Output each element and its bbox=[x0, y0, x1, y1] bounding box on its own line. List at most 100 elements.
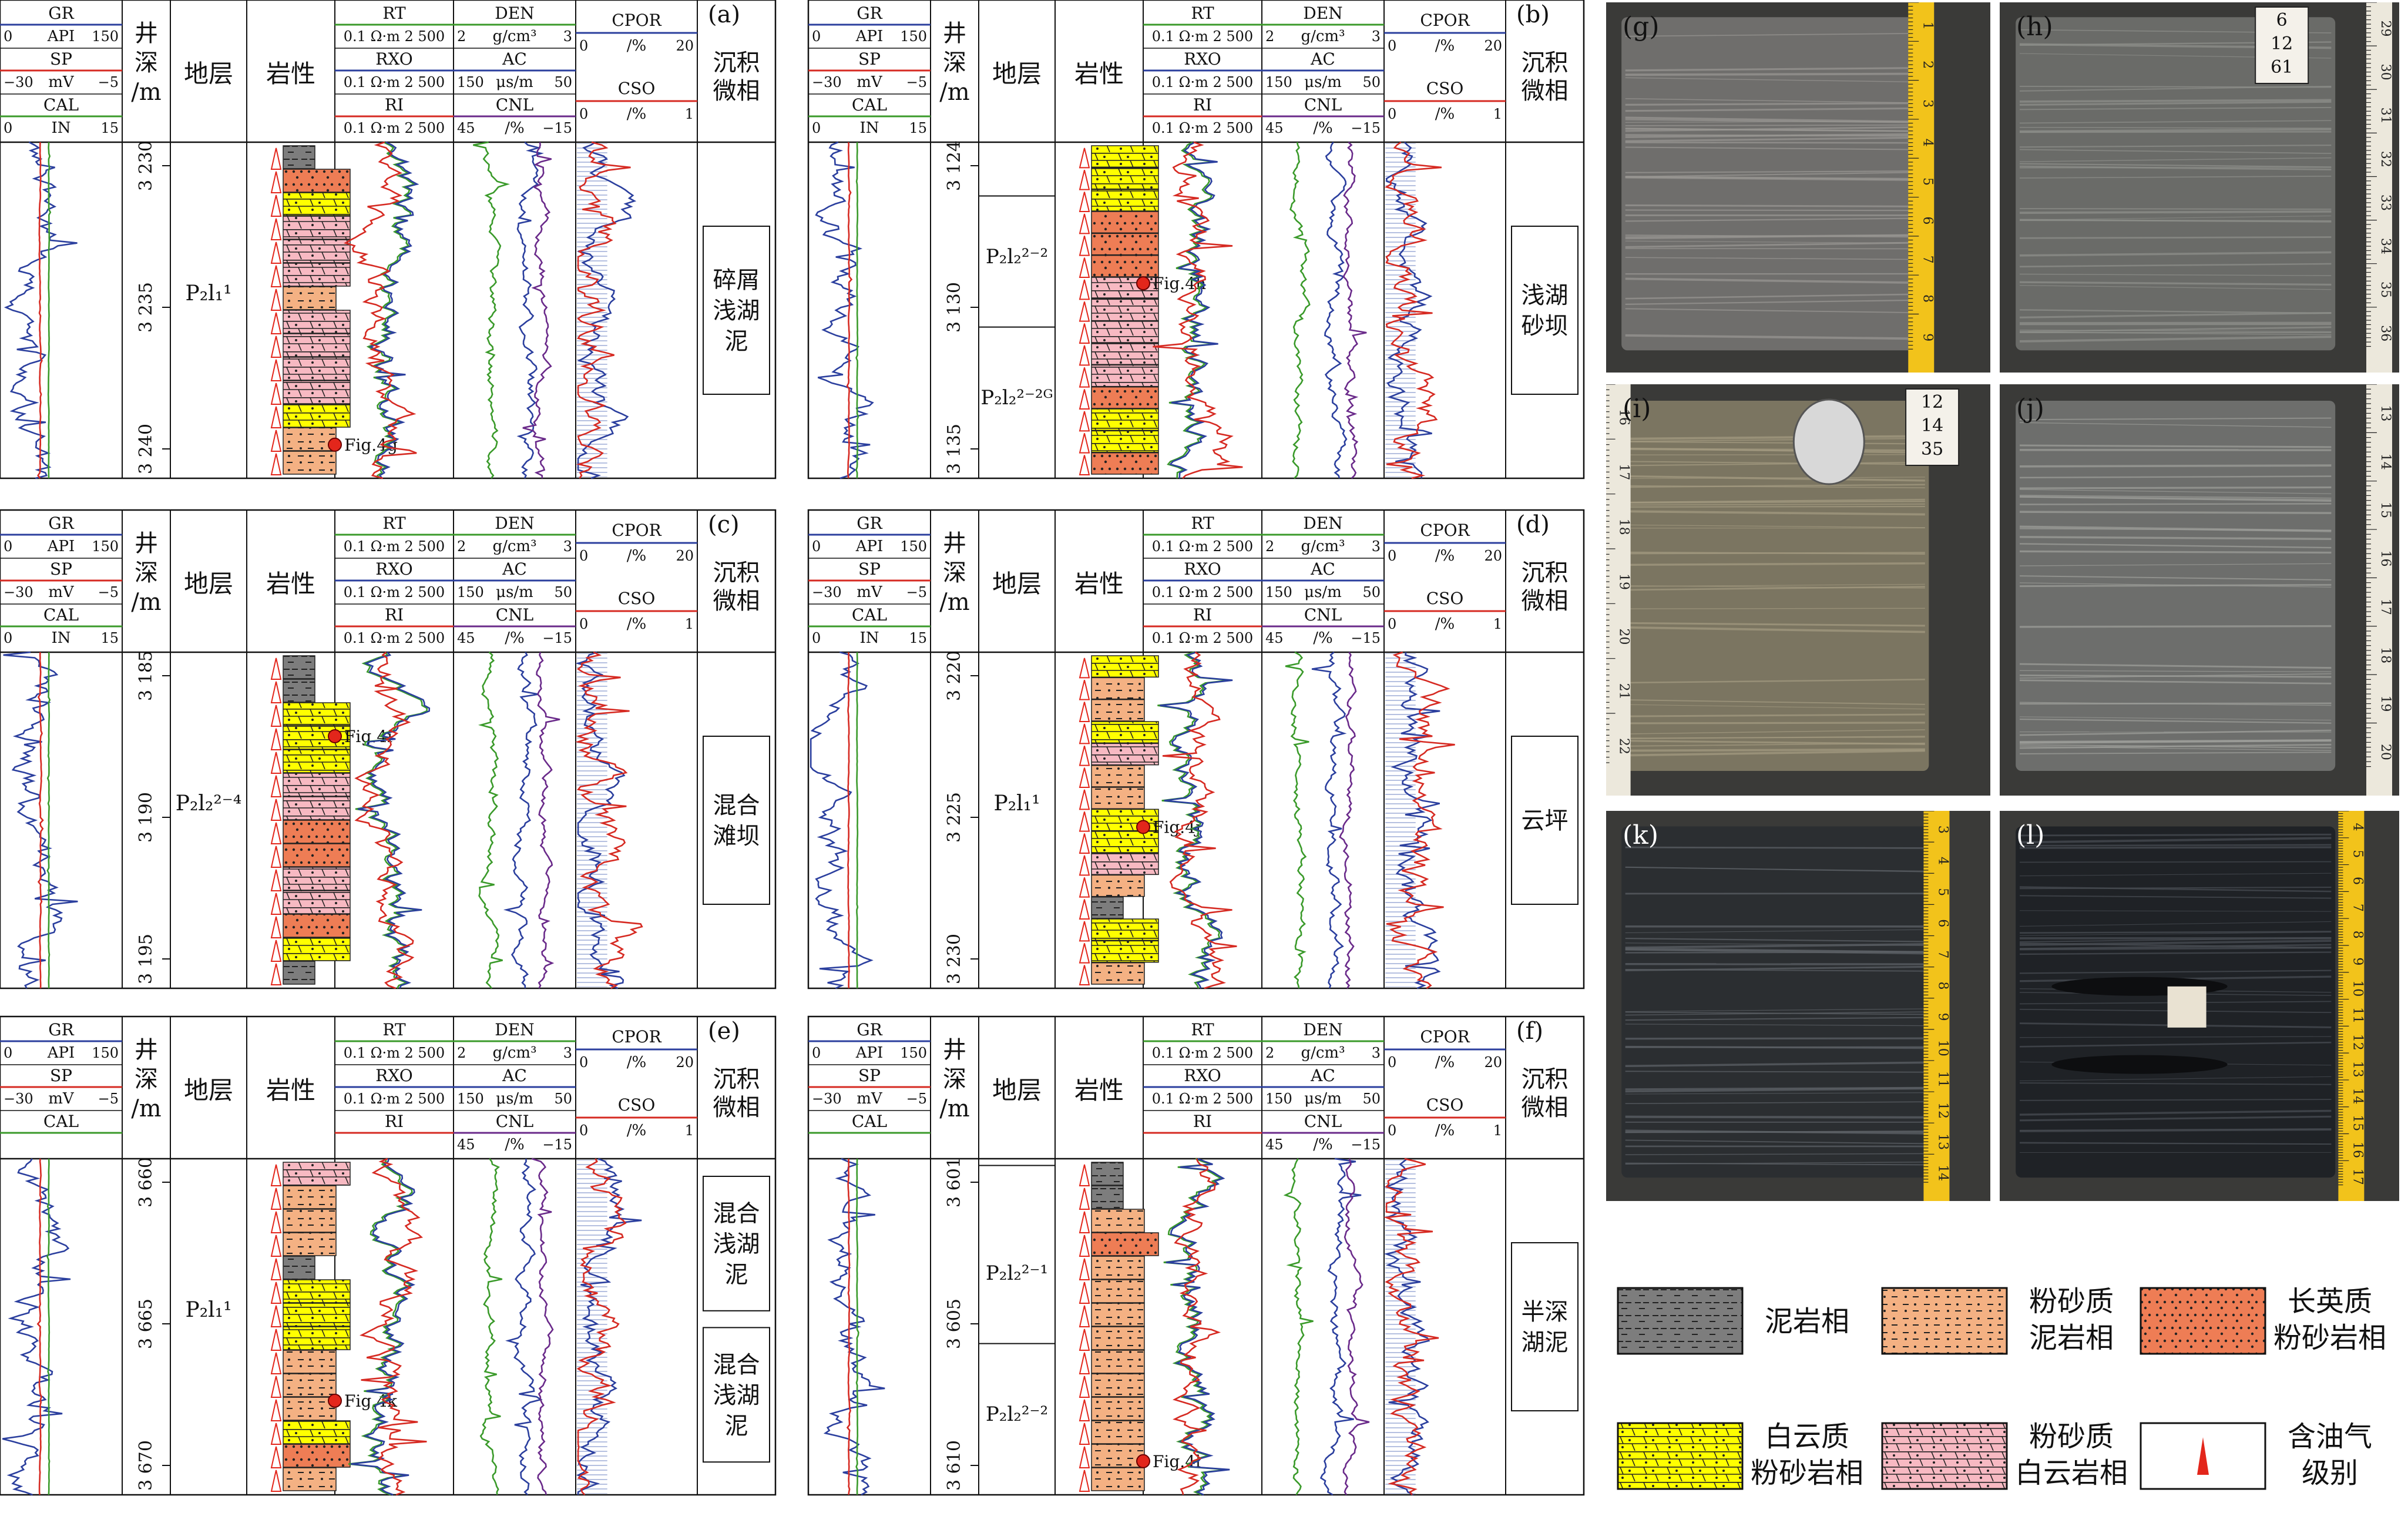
curve-name: DEN bbox=[495, 4, 534, 23]
scale-range: 0.1 Ω·m 2 500 bbox=[344, 538, 445, 555]
panel-frame bbox=[0, 1015, 777, 1496]
legend-swatch bbox=[1881, 1422, 2008, 1490]
lamina bbox=[2019, 126, 2332, 129]
scale-min: 0 bbox=[579, 616, 588, 632]
den-curve bbox=[1289, 142, 1311, 479]
scale-max: 1 bbox=[1493, 616, 1502, 632]
lamina bbox=[2019, 718, 2332, 724]
litho-bed-siltmud bbox=[1091, 1326, 1145, 1350]
curve-name: CSO bbox=[1426, 589, 1464, 608]
scale-range: 0.1 Ω·m 2 500 bbox=[1152, 74, 1253, 90]
curve-name: DEN bbox=[1303, 514, 1342, 533]
scale-max: 20 bbox=[676, 1054, 694, 1071]
curve-name: RXO bbox=[1184, 559, 1221, 579]
litho-bed-siltmud bbox=[283, 1397, 337, 1421]
scale-max: 20 bbox=[676, 548, 694, 564]
oil-level-marker bbox=[1079, 1352, 1090, 1374]
scale-unit: /% bbox=[627, 105, 646, 123]
scale-unit: g/cm³ bbox=[1301, 28, 1345, 45]
strat-unit: P₂l₁¹ bbox=[185, 1298, 231, 1322]
tape-number: 35 bbox=[2378, 281, 2393, 298]
curve-name: SP bbox=[50, 1066, 72, 1085]
litho-bed-dolosilt bbox=[1091, 189, 1159, 212]
litho-bed-dolosilt bbox=[1091, 655, 1159, 678]
legend-label-line: 泥岩相 bbox=[2029, 1321, 2114, 1354]
scale-unit: API bbox=[47, 1044, 75, 1062]
lamina bbox=[2019, 128, 2332, 133]
facies-text: 浅湖 bbox=[1522, 282, 1569, 309]
scale-unit: /% bbox=[505, 119, 524, 137]
ri-curve bbox=[1153, 141, 1243, 479]
curve-name: AC bbox=[502, 559, 527, 579]
cnl-curve bbox=[1339, 652, 1357, 989]
lamina bbox=[2019, 536, 2332, 541]
scale-max: 150 bbox=[900, 538, 927, 555]
scale-unit: g/cm³ bbox=[1301, 1044, 1345, 1062]
lamina bbox=[1625, 1101, 1925, 1105]
lamina bbox=[1625, 102, 1925, 106]
scale-unit: IN bbox=[51, 119, 70, 137]
curve-name: AC bbox=[1310, 559, 1335, 579]
tape-number: 34 bbox=[2378, 238, 2393, 254]
depth-tick: 3 240 bbox=[136, 424, 156, 474]
oil-level-marker bbox=[1079, 411, 1090, 432]
litho-bed-feld bbox=[283, 169, 351, 193]
core-tag bbox=[1905, 388, 1960, 466]
curve-name: RI bbox=[385, 95, 404, 115]
litho-bed-dolosilt bbox=[1091, 145, 1159, 168]
lamina bbox=[2019, 670, 2332, 672]
swatch-fill bbox=[1617, 1422, 1744, 1490]
lamina bbox=[2019, 511, 2332, 514]
scale-unit: g/cm³ bbox=[492, 538, 536, 555]
litho-bed-siltdolo bbox=[283, 773, 351, 797]
scale-max: 50 bbox=[554, 74, 572, 90]
lamina bbox=[1625, 500, 1925, 504]
lamina bbox=[1625, 66, 1925, 72]
litho-bed-siltdolo bbox=[283, 216, 351, 240]
cal-curve bbox=[46, 652, 51, 988]
facies-header: 沉积 bbox=[713, 1066, 760, 1093]
tape-number: 1 bbox=[1920, 22, 1935, 30]
litho-bed-siltmud bbox=[1091, 1444, 1145, 1468]
legend-item-oil_level: 含油气级别 bbox=[2138, 1410, 2397, 1504]
panel-frame bbox=[807, 509, 1585, 989]
lamina bbox=[1625, 846, 1925, 849]
legend-label: 含油气级别 bbox=[2271, 1418, 2389, 1491]
scale-min: 45 bbox=[1265, 1136, 1284, 1153]
scale-min: 0 bbox=[4, 538, 12, 555]
oil-level-marker bbox=[1079, 257, 1090, 278]
depth-tick: 3 230 bbox=[136, 140, 156, 191]
litho-bed-siltmud bbox=[1091, 764, 1145, 787]
tape-number: 19 bbox=[1617, 573, 1631, 590]
litho-bed-siltmud bbox=[283, 1185, 337, 1209]
strat-header: 地层 bbox=[992, 569, 1042, 598]
scale-min: 2 bbox=[1265, 1045, 1274, 1061]
scale-min: 0 bbox=[1388, 548, 1396, 564]
core-tag-number: 6 bbox=[2276, 10, 2288, 31]
legend-swatch bbox=[2140, 1422, 2266, 1490]
facies-header: 沉积 bbox=[713, 49, 760, 76]
lamina bbox=[2019, 921, 2332, 927]
oil-level-marker bbox=[1079, 1399, 1090, 1421]
scale-unit: /% bbox=[1435, 615, 1455, 633]
curve-name: AC bbox=[502, 1066, 527, 1085]
depth-header: 深 bbox=[135, 49, 158, 76]
curve-name: CAL bbox=[852, 95, 887, 115]
scale-unit: μs/m bbox=[496, 583, 533, 601]
lamina bbox=[2019, 833, 2332, 837]
lamina bbox=[1625, 748, 1925, 752]
litho-bed-siltmud bbox=[1091, 1350, 1145, 1374]
lamina bbox=[1625, 937, 1925, 942]
facies-text: 滩坝 bbox=[713, 823, 760, 850]
litho-bed-dolosilt bbox=[1091, 167, 1159, 190]
depth-header: 井 bbox=[135, 1036, 158, 1064]
core-tag bbox=[2255, 6, 2309, 84]
litho-bed-mud bbox=[283, 145, 315, 169]
scale-max: 50 bbox=[554, 1091, 572, 1107]
facies-text: 浅湖 bbox=[713, 1382, 760, 1409]
lamina bbox=[1625, 217, 1925, 222]
tape-number: 13 bbox=[1935, 1133, 1950, 1150]
lamina bbox=[2019, 1099, 2332, 1101]
facies-header: 微相 bbox=[713, 78, 760, 105]
